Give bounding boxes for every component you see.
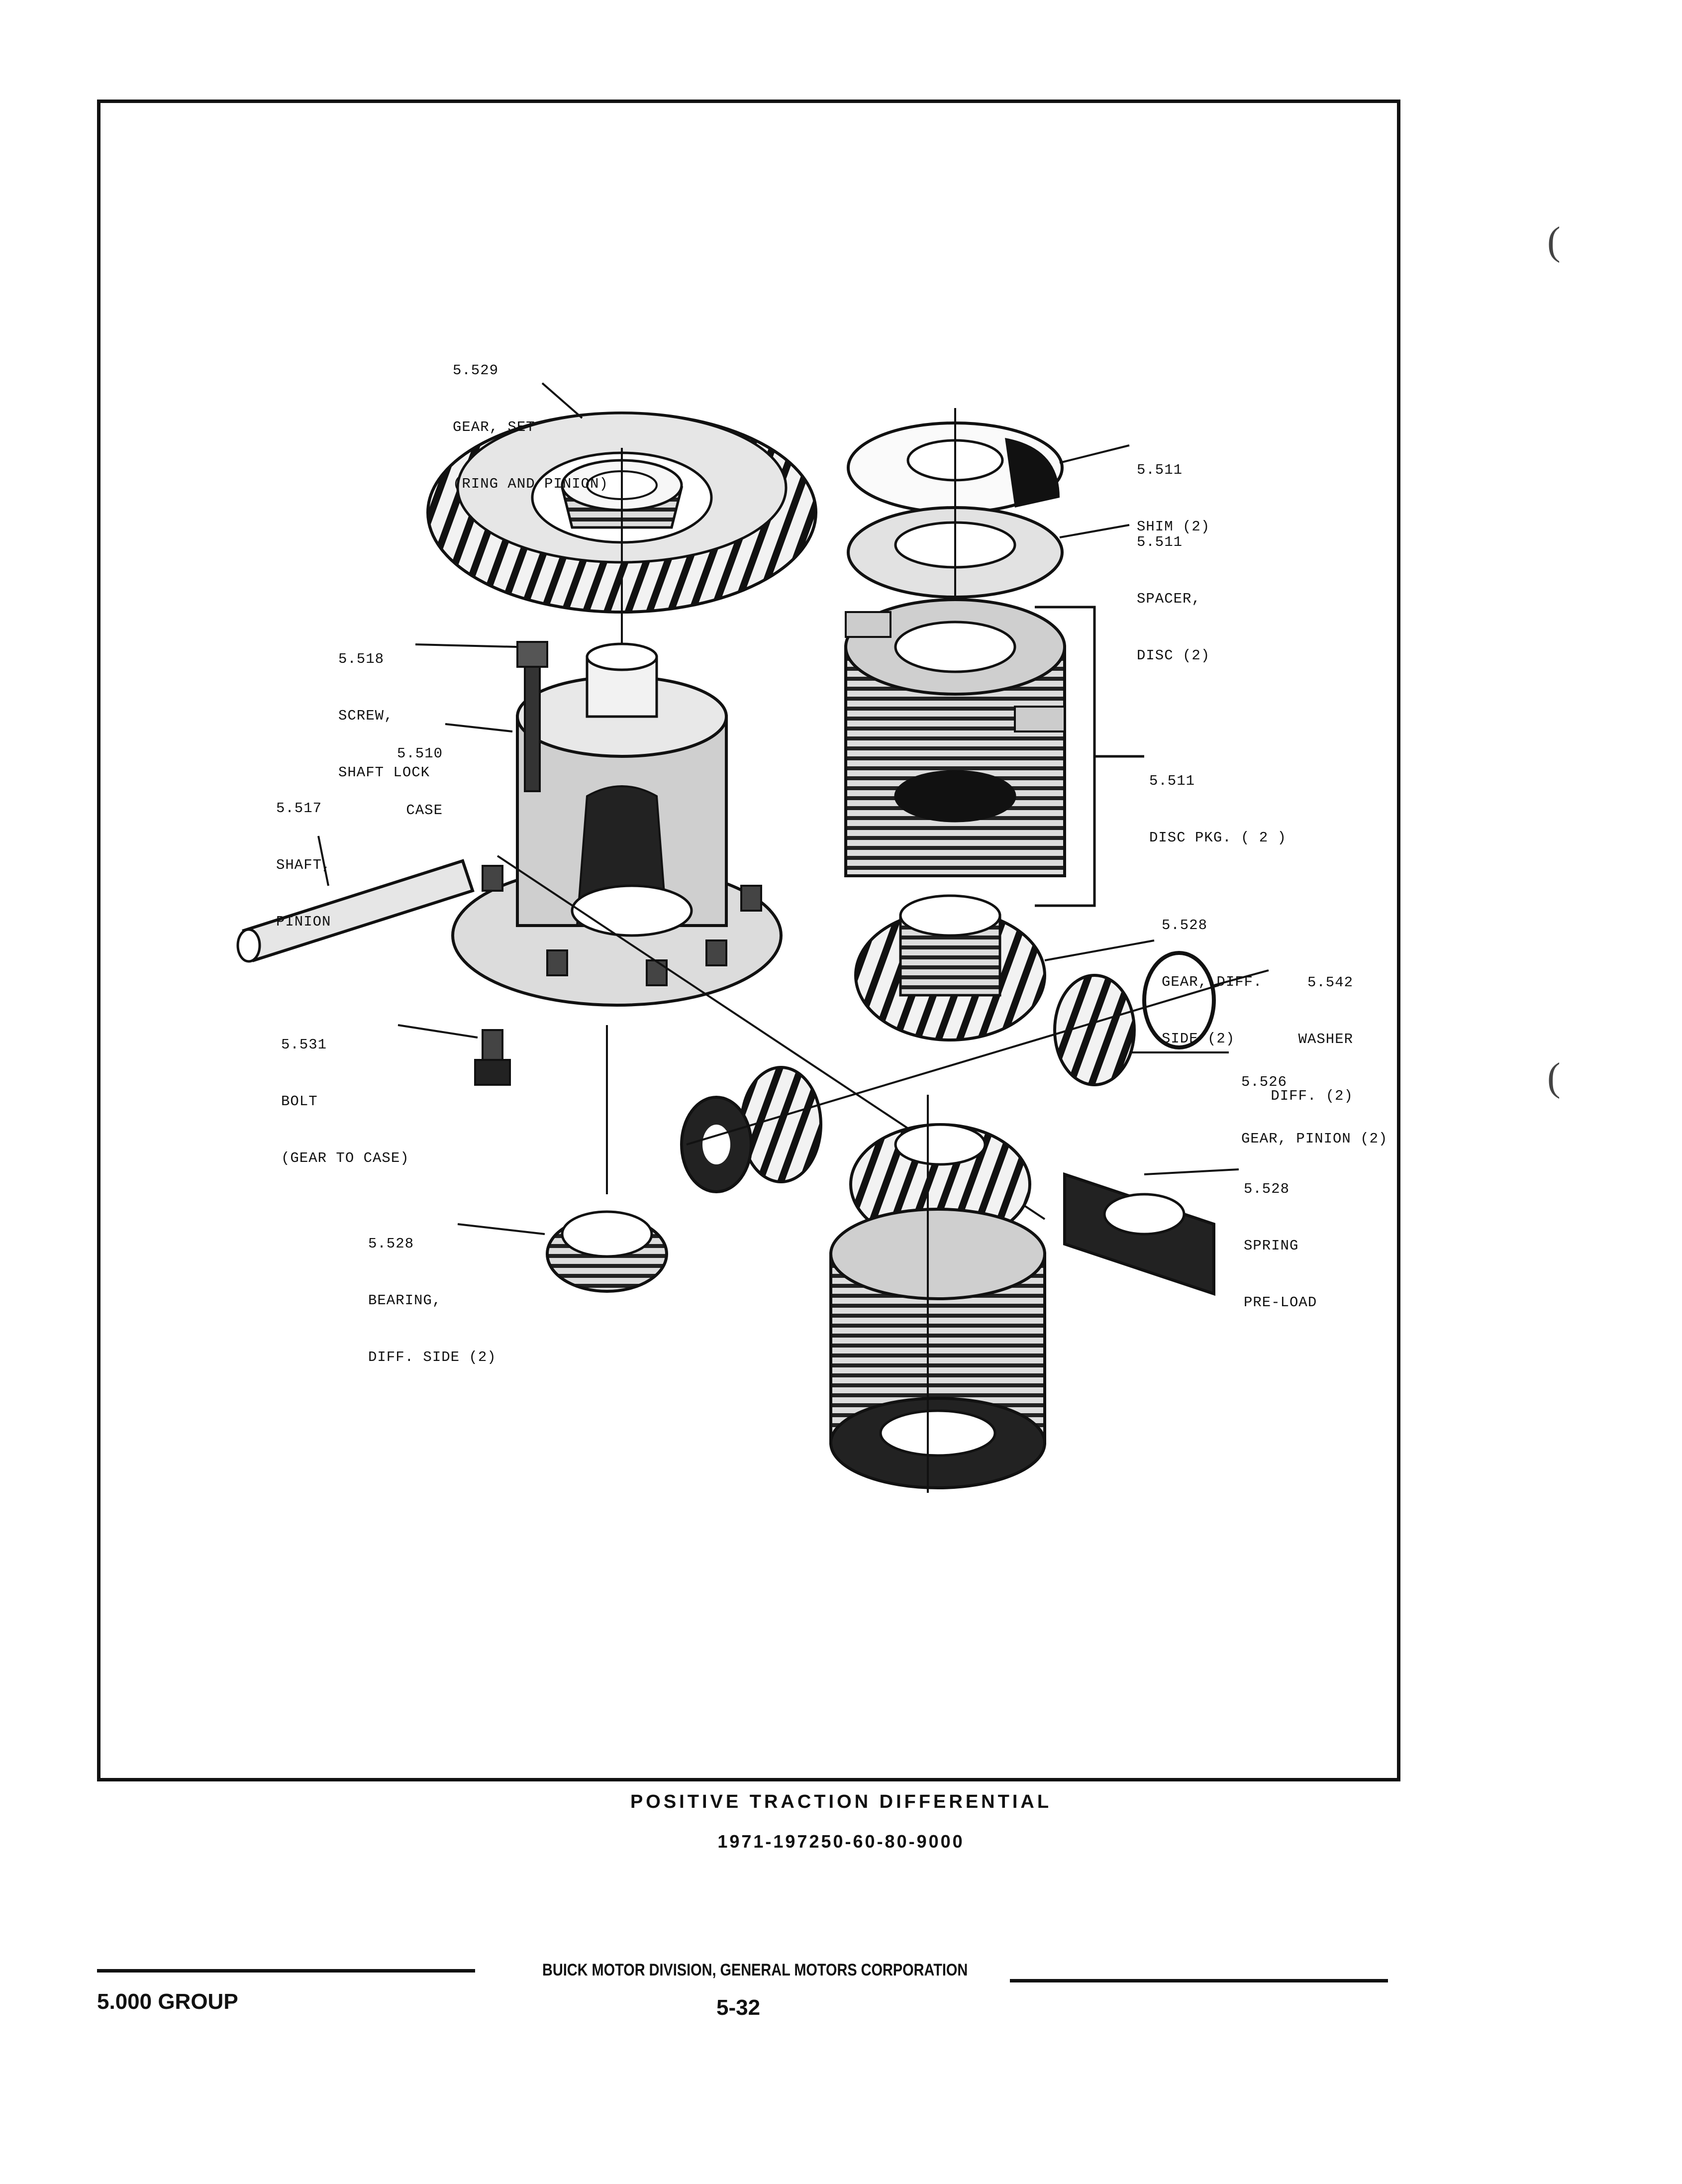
pinion-shaft [236,859,475,963]
footer-corporation: BUICK MOTOR DIVISION, GENERAL MOTORS COR… [542,1961,968,1979]
footer-rule-left [97,1969,475,1973]
callout-pinion-shaft: 5.517 SHAFT, PINION [276,800,331,930]
leader-lines [317,382,1269,1235]
callout-diff-washer: 5.542 WASHER DIFF. (2) [1271,974,1353,1104]
callout-ring-pinion-gear-set: 5.529 GEAR, SET (RING AND PINION) [453,362,608,492]
washer-right [1142,951,1216,1049]
callout-gear-to-case-bolt: 5.531 BOLT (GEAR TO CASE) [281,1037,409,1166]
footer-rule-right [1010,1979,1388,1982]
case-bolt-heads [482,865,762,986]
callout-side-gear: 5.528 GEAR, DIFF. SIDE (2) [1162,917,1263,1047]
pinion-gear-right [1053,974,1136,1086]
washer-left [680,1096,753,1193]
callout-disc-package: 5.511 DISC PKG. ( 2 ) [1149,773,1287,846]
callout-shim: 5.511 SHIM (2) [1137,462,1210,535]
figure-model-numbers: 1971-197250-60-80-9000 [717,1831,965,1852]
side-gear-upper [854,894,1046,1041]
callout-side-bearing: 5.528 BEARING, DIFF. SIDE (2) [368,1236,496,1365]
shaft-lock-screw [516,641,548,792]
callout-screw-shaft-lock: 5.518 SCREW, SHAFT LOCK [338,651,430,781]
footer-page-number: 5-32 [716,1995,761,2020]
margin-punch-mark-middle: ( [1547,1055,1561,1099]
callout-spacer-disc: 5.511 SPACER, DISC (2) [1137,534,1210,664]
preload-spring [1063,1172,1215,1296]
margin-punch-mark-top: ( [1547,219,1561,263]
figure-title: POSITIVE TRACTION DIFFERENTIAL [630,1791,1052,1812]
disc-package-lower [829,1208,1046,1489]
footer-group: 5.000 GROUP [97,1989,238,2014]
side-bearing [546,1210,668,1293]
illustration-frame [97,100,1400,1781]
differential-case [451,642,783,1007]
callout-preload-spring: 5.528 SPRING PRE-LOAD [1244,1181,1317,1311]
callout-pinion-gear: 5.526 GEAR, PINION (2) [1241,1074,1388,1147]
gear-bolt [474,1029,511,1086]
disc-package-upper [844,598,1066,877]
callout-case: 5.510 CASE [396,745,443,819]
